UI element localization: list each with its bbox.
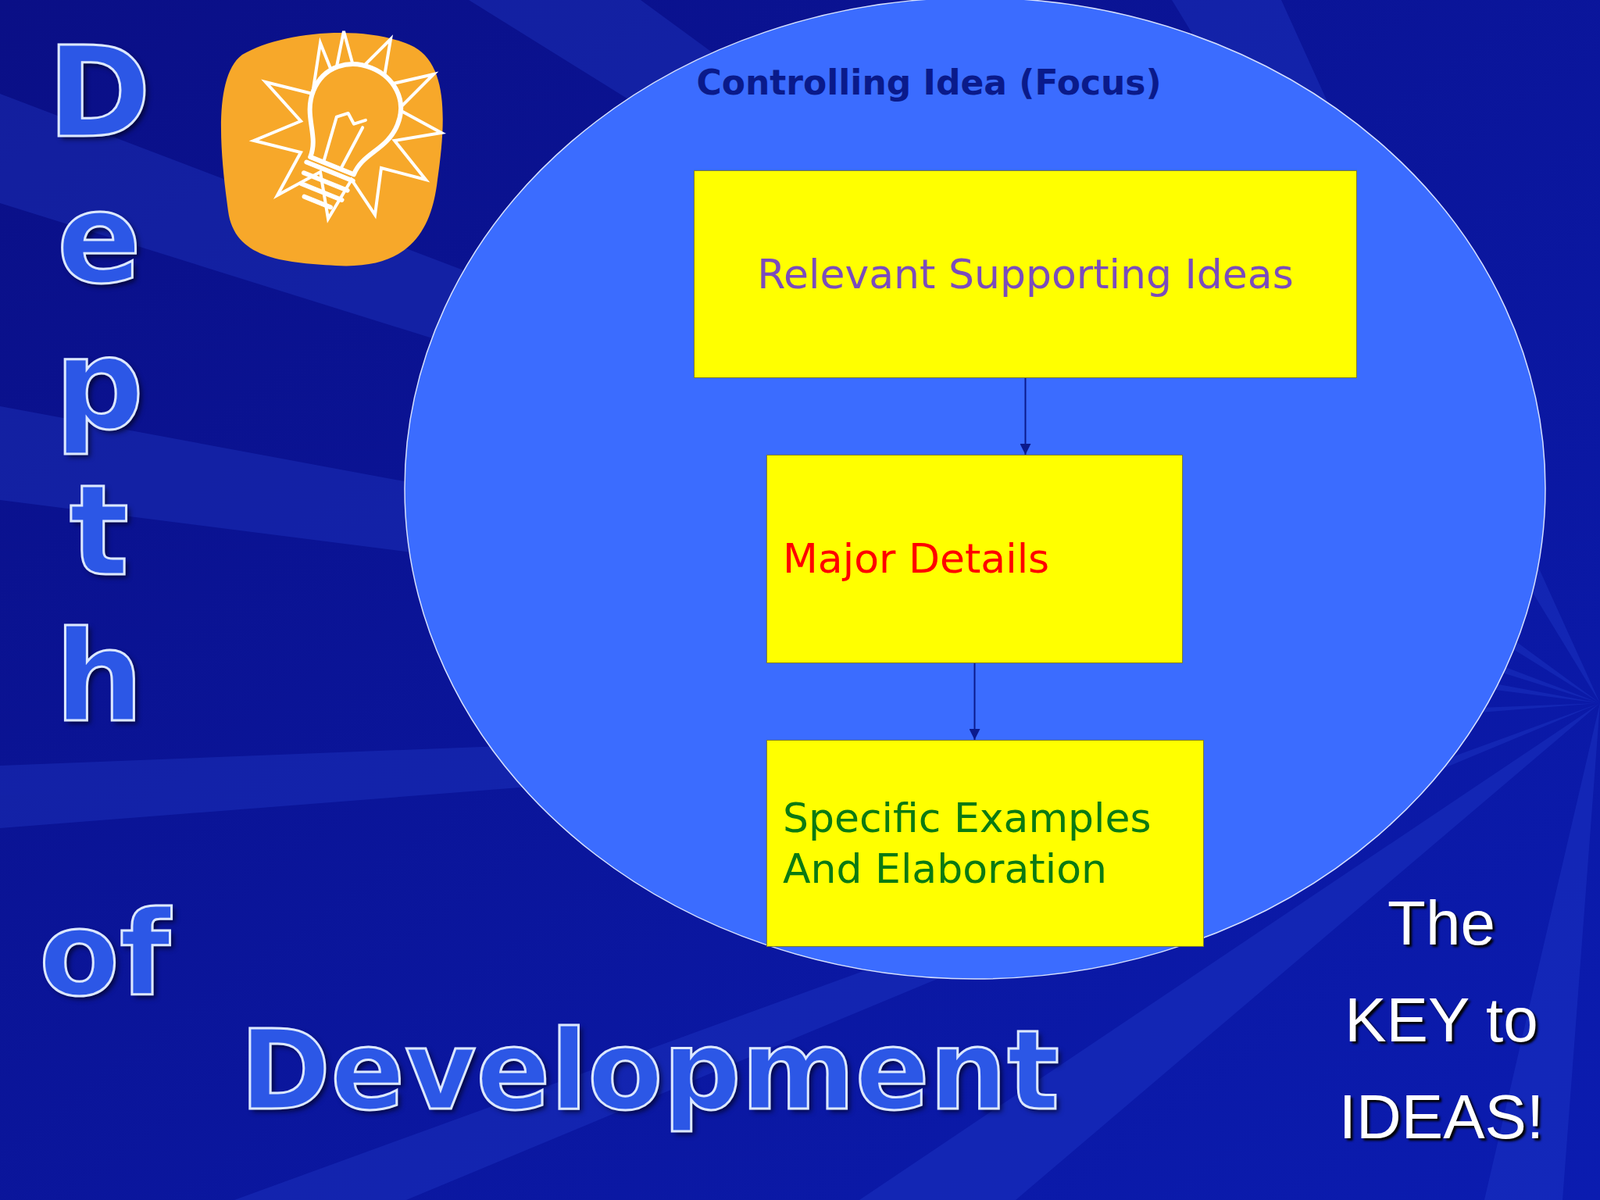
title-word: Development bbox=[239, 1005, 1060, 1137]
box-text: Specific Examples And Elaboration bbox=[782, 792, 1188, 895]
box-text: Major Details bbox=[782, 533, 1050, 585]
examples-box: Specific Examples And Elaboration bbox=[766, 739, 1204, 947]
controlling-idea-heading: Controlling Idea (Focus) bbox=[403, 60, 1454, 104]
slogan-text: The KEY to IDEAS! bbox=[1320, 875, 1563, 1166]
major-details-box: Major Details bbox=[766, 454, 1183, 664]
supporting-ideas-box: Relevant Supporting Ideas bbox=[693, 170, 1358, 379]
title-word: of bbox=[39, 883, 171, 1025]
box-text: Relevant Supporting Ideas bbox=[757, 249, 1294, 300]
vertical-title-word: Depth bbox=[36, 19, 162, 750]
flow-arrow bbox=[974, 663, 976, 740]
lightbulb-icon bbox=[221, 31, 443, 266]
focus-ellipse: Controlling Idea (Focus) Relevant Support… bbox=[403, 0, 1547, 980]
flow-arrow bbox=[1025, 378, 1027, 455]
ellipse-shape bbox=[404, 0, 1546, 979]
